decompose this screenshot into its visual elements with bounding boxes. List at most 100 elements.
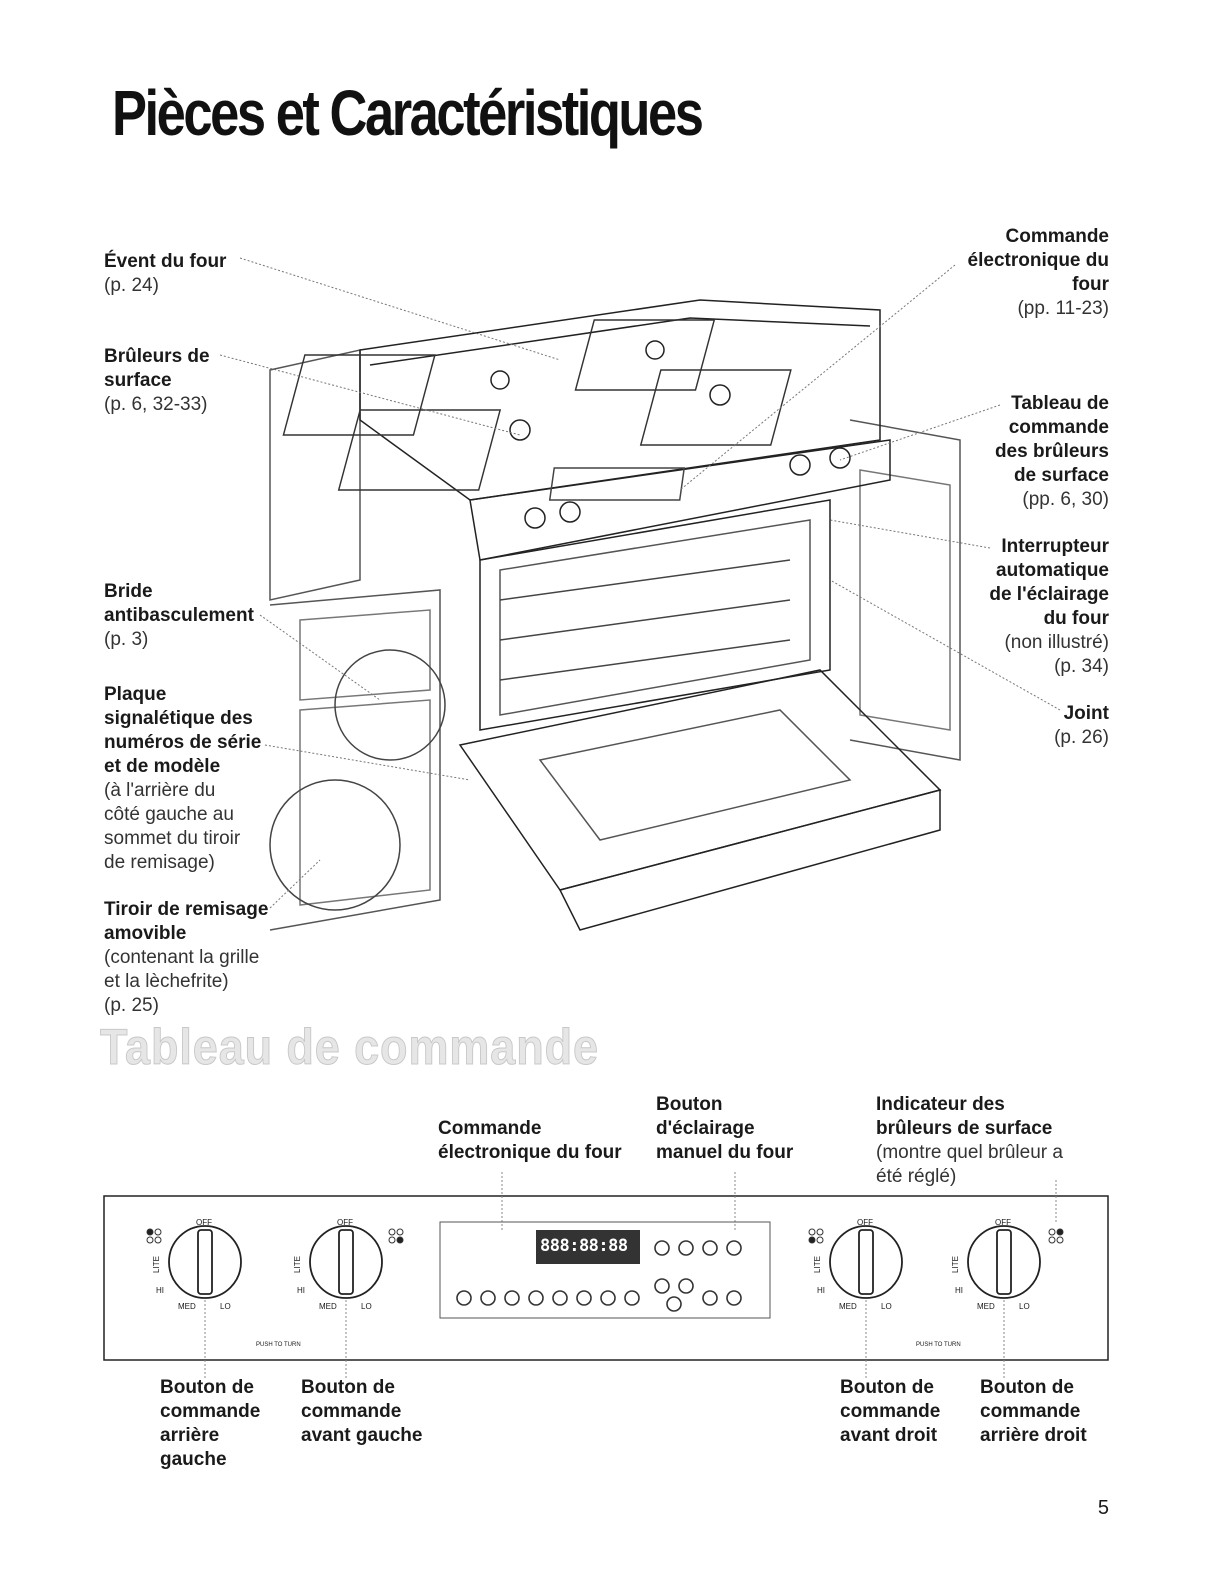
callout-ref: (p. 26) [1054,727,1109,748]
push-to-turn-label: PUSH TO TURN [916,1342,961,1348]
callout-title-line: four [1072,274,1109,295]
knob-lo-label: LO [881,1302,892,1311]
callout-title-line: amovible [104,923,187,944]
label-line: Bouton de [160,1377,254,1398]
callout-oven-vent: Évent du four (p. 24) [104,250,226,298]
knob-lite-label: LITE [292,1256,302,1273]
label-line: Commande [438,1118,542,1139]
label-note-line: (montre quel brûleur a [876,1142,1063,1163]
knob-hi-label: HI [297,1286,305,1295]
callout-title-line: Brûleurs de [104,346,210,367]
label-rear-left-knob: Bouton de commande arrière gauche [160,1376,260,1472]
knob-lite-label: LITE [812,1256,822,1273]
knob-med-label: MED [319,1302,337,1311]
callout-light-switch: Interrupteur automatique de l'éclairage du … [989,535,1109,679]
label-line: Bouton [656,1094,723,1115]
callout-title-line: Interrupteur [1001,536,1109,557]
callout-ref: (p. 6, 32-33) [104,394,208,415]
label-line: arrière droit [980,1425,1087,1446]
label-line: gauche [160,1449,227,1470]
callout-title-line: de l'éclairage [989,584,1109,605]
callout-ref-line: (contenant la grille [104,947,260,968]
callout-electronic-oven-control: Commande électronique du four (pp. 11-23) [968,225,1109,321]
label-line: commande [840,1401,941,1422]
callout-title-line: automatique [996,560,1109,581]
knob-rear-left[interactable]: OFF LITE HI MED LO [152,1218,260,1328]
section-title: Tableau de commande [100,1019,599,1076]
callout-ref: (non illustré) (p. 34) [989,631,1109,679]
knob-off-label: OFF [995,1218,1011,1227]
callout-title-line: des brûleurs [994,441,1109,462]
label-line: Bouton de [301,1377,395,1398]
callout-title-line: Tiroir de remisage [104,899,269,920]
callout-title-line: Commande [1005,226,1109,247]
label-note-line: été réglé) [876,1166,957,1187]
label-line: Bouton de [980,1377,1074,1398]
callout-ref-line: et la lèchefrite) [104,971,229,992]
callout-ref-line: côté gauche au [104,804,234,825]
label-line: avant droit [840,1425,938,1446]
callout-ref-line: sommet du tiroir [104,828,241,849]
callout-ref: (contenant la grille et la lèchefrite) (p.… [104,946,268,1018]
knob-front-left[interactable]: OFF LITE HI MED LO [293,1218,401,1328]
knob-lo-label: LO [220,1302,231,1311]
callout-title-line: de surface [1013,465,1109,486]
knob-med-label: MED [839,1302,857,1311]
callout-storage-drawer: Tiroir de remisage amovible (contenant la… [104,898,268,1018]
push-to-turn-label: PUSH TO TURN [256,1342,301,1348]
label-line: manuel du four [656,1142,794,1163]
page-title: Pièces et Caractéristiques [112,77,704,149]
label-burner-indicator: Indicateur des brûleurs de surface (mont… [876,1093,1063,1189]
knob-lo-label: LO [1019,1302,1030,1311]
callout-ref: (p. 24) [104,275,159,296]
knob-rear-right[interactable]: OFF LITE HI MED LO [951,1218,1059,1328]
callout-title-line: et de modèle [104,756,221,777]
label-line: commande [301,1401,402,1422]
label-rear-right-knob: Bouton de commande arrière droit [980,1376,1087,1448]
callout-gasket: Joint (p. 26) [1054,702,1109,750]
knob-lite-label: LITE [151,1256,161,1273]
callout-ref-line: (p. 34) [1054,656,1109,677]
callout-ref-line: de remisage) [104,852,215,873]
label-line: avant gauche [301,1425,423,1446]
knob-lite-label: LITE [950,1256,960,1273]
callout-title-line: Plaque [104,684,167,705]
callout-ref: (pp. 6, 30) [1022,489,1109,510]
knob-front-right[interactable]: OFF LITE HI MED LO [813,1218,921,1328]
label-line: Indicateur des [876,1094,1005,1115]
label-front-left-knob: Bouton de commande avant gauche [301,1376,422,1448]
callout-title-line: du four [1043,608,1109,629]
label-line: Bouton de [840,1377,934,1398]
callout-title-line: antibasculement [104,605,254,626]
knob-lo-label: LO [361,1302,372,1311]
callout-title-line: Évent du four [104,251,227,272]
page-number: 5 [1097,1497,1109,1519]
knob-off-label: OFF [337,1218,353,1227]
oven-display: 888:88:88 [540,1236,628,1256]
callout-title-line: commande [1008,417,1109,438]
knob-off-label: OFF [196,1218,212,1227]
callout-title-line: Joint [1063,703,1109,724]
callout-ref-line: (p. 25) [104,995,159,1016]
knob-hi-label: HI [817,1286,825,1295]
callout-ref: (p. 3) [104,629,149,650]
label-line: d'éclairage [656,1118,755,1139]
callout-ref: (pp. 11-23) [1017,298,1109,319]
callout-ref-line: (non illustré) [1004,632,1109,653]
label-front-right-knob: Bouton de commande avant droit [840,1376,940,1448]
callout-title-line: Bride [104,581,153,602]
callout-anti-tip-bracket: Bride antibasculement (p. 3) [104,580,254,652]
label-oven-light-button: Bouton d'éclairage manuel du four [656,1093,793,1165]
label-line: arrière [160,1425,220,1446]
knob-hi-label: HI [955,1286,963,1295]
label-line: brûleurs de surface [876,1118,1053,1139]
knob-med-label: MED [178,1302,196,1311]
callout-title-line: numéros de série [104,732,262,753]
label-electronic-oven-control: Commande électronique du four [438,1117,622,1165]
knob-med-label: MED [977,1302,995,1311]
callout-title-line: électronique du [967,250,1109,271]
label-line: commande [980,1401,1081,1422]
